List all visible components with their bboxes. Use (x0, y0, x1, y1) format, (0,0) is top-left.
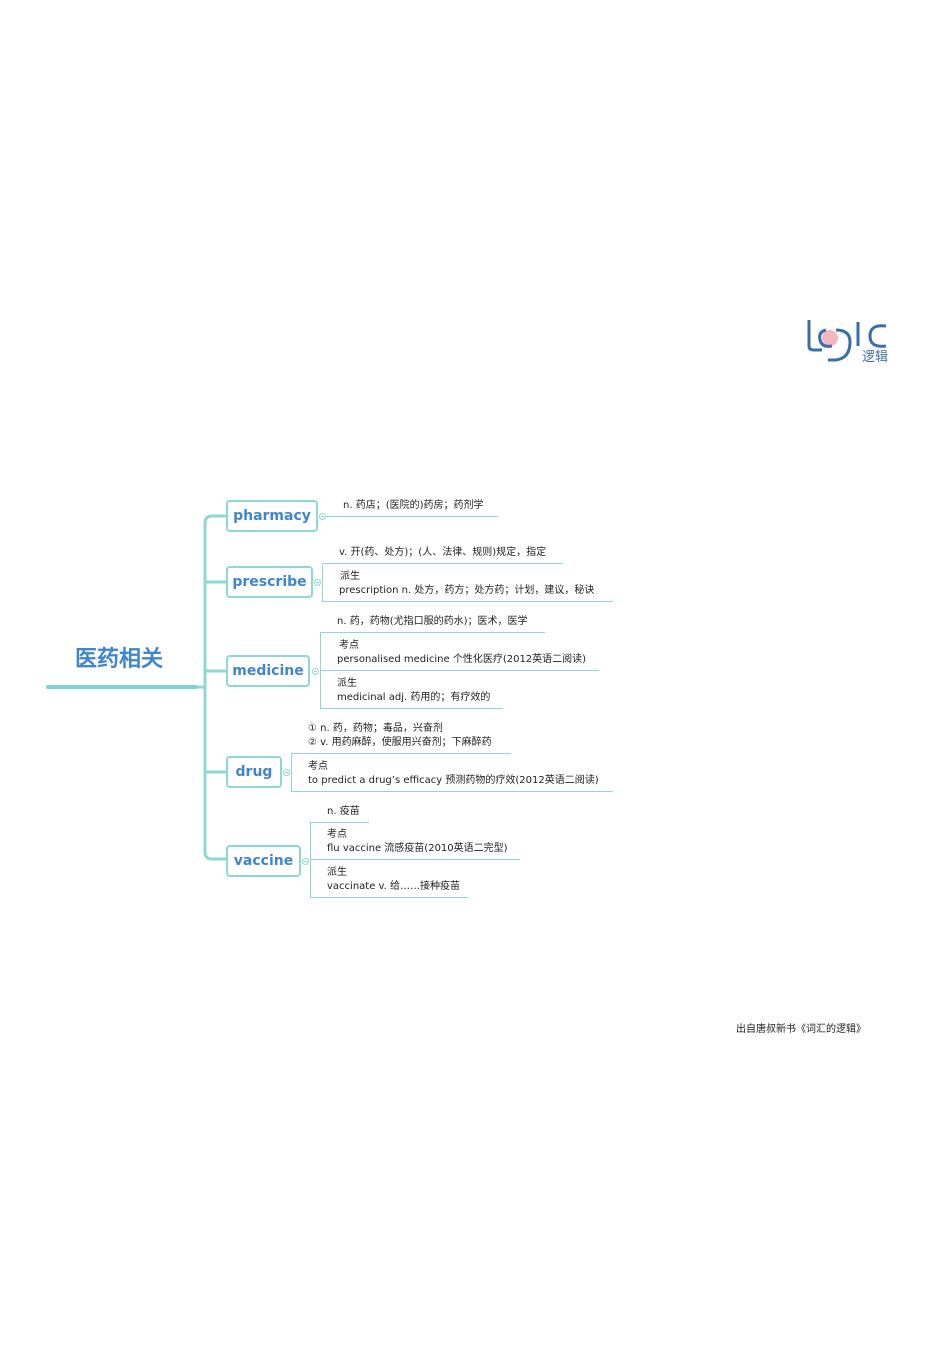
prescribe-derive-title: 派生 (340, 571, 360, 582)
node-vaccine[interactable]: vaccine (226, 845, 301, 877)
collapse-icon[interactable] (314, 579, 321, 586)
logo-text: 逻辑 (862, 350, 889, 365)
leaf-line (291, 791, 613, 792)
node-pharmacy[interactable]: pharmacy (226, 500, 318, 532)
vaccine-point-text: flu vaccine 流感疫苗(2010英语二完型) (327, 843, 508, 854)
leaf-line (320, 632, 545, 633)
leaf-line (320, 708, 503, 709)
collapse-icon[interactable] (312, 668, 319, 675)
medicine-derive-text: medicinal adj. 药用的；有疗效的 (337, 692, 491, 703)
vaccine-point-title: 考点 (327, 829, 347, 840)
leaf-line (310, 859, 520, 860)
source-note: 出自唐叔新书《词汇的逻辑》 (736, 1024, 866, 1035)
medicine-derive-title: 派生 (337, 678, 357, 689)
logic-logo (807, 320, 887, 362)
leaf-line (291, 753, 511, 754)
vaccine-meaning: n. 疫苗 (327, 806, 360, 817)
medicine-point-text: personalised medicine 个性化医疗(2012英语二阅读) (337, 654, 587, 665)
medicine-point-title: 考点 (339, 640, 359, 651)
pharmacy-meaning: n. 药店；(医院的)药房；药剂学 (343, 500, 484, 511)
leaf-line (320, 670, 599, 671)
drug-meaning-1: ① n. 药，药物；毒品，兴奋剂 (308, 723, 443, 734)
prescribe-meaning: v. 开(药、处方)；(人、法律、规则)规定，指定 (339, 547, 547, 558)
node-prescribe[interactable]: prescribe (226, 566, 313, 598)
node-medicine[interactable]: medicine (226, 655, 310, 687)
leaf-line (322, 601, 613, 602)
vaccine-derive-title: 派生 (327, 867, 347, 878)
leaf-bracket (291, 753, 292, 792)
root-title: 医药相关 (75, 647, 164, 672)
drug-point-text: to predict a drug’s efficacy 预测药物的疗效(201… (308, 775, 599, 786)
leaf-line (322, 563, 563, 564)
leaf-line (310, 822, 369, 823)
leaf-bracket (310, 822, 311, 898)
collapse-icon[interactable] (302, 858, 309, 865)
collapse-icon[interactable] (283, 769, 290, 776)
medicine-meaning: n. 药，药物(尤指口服的药水)；医术，医学 (337, 616, 528, 627)
vaccine-derive-text: vaccinate v. 给……接种疫苗 (327, 881, 461, 892)
prescribe-derive-text: prescription n. 处方，药方；处方药；计划，建议，秘诀 (339, 585, 595, 596)
root-underline (46, 685, 198, 689)
leaf-line (310, 897, 468, 898)
collapse-icon[interactable] (319, 513, 326, 520)
leaf-bracket (322, 563, 323, 602)
node-drug[interactable]: drug (226, 756, 282, 788)
leaf-line (326, 516, 498, 517)
drug-point-title: 考点 (308, 761, 328, 772)
drug-meaning-2: ② v. 用药麻醉，使服用兴奋剂；下麻醉药 (308, 737, 492, 748)
